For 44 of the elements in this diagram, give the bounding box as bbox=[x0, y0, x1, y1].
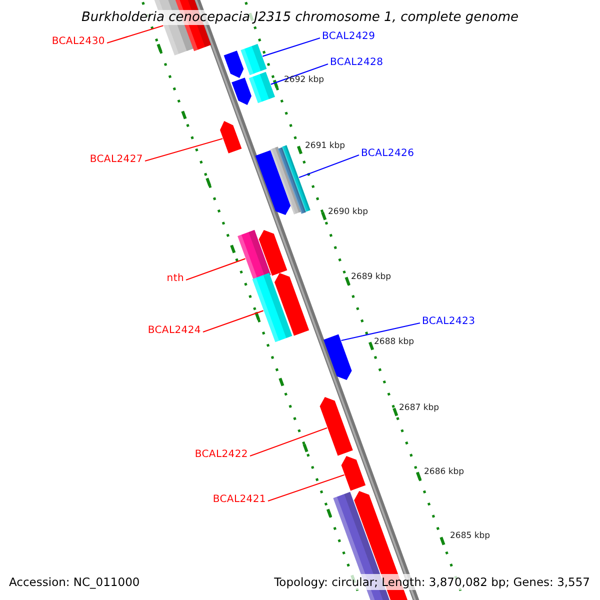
gene-bar bbox=[248, 72, 275, 104]
tick-label: 2687 kbp bbox=[399, 403, 440, 413]
leader-line bbox=[250, 427, 328, 457]
gene-label: BCAL2424 bbox=[148, 325, 201, 337]
gene-label: BCAL2427 bbox=[90, 154, 143, 166]
tick-label: 2692 kbp bbox=[284, 75, 324, 85]
leader-line bbox=[202, 310, 264, 333]
leader-line bbox=[341, 322, 420, 342]
gene-bar bbox=[220, 121, 242, 154]
gene-label: nth bbox=[166, 273, 184, 285]
leader-line bbox=[270, 63, 328, 85]
leader-line bbox=[106, 25, 164, 44]
gene-bar bbox=[341, 456, 366, 491]
leader-line bbox=[186, 258, 246, 281]
gene-label: BCAL2423 bbox=[422, 316, 476, 328]
gene-bar bbox=[240, 44, 267, 76]
leader-line bbox=[144, 138, 223, 162]
footer-text: Accession: NC_011000 bbox=[7, 574, 142, 590]
gene-label: BCAL2421 bbox=[212, 494, 266, 506]
gene-label: BCAL2428 bbox=[330, 57, 384, 69]
gene-bar bbox=[238, 230, 271, 282]
tick-label: 2691 kbp bbox=[305, 141, 346, 151]
leader-line bbox=[268, 474, 344, 502]
gene-label: BCAL2422 bbox=[194, 449, 248, 461]
gene-label: BCAL2430 bbox=[52, 36, 105, 48]
tick-label: 2689 kbp bbox=[351, 272, 392, 282]
gene-bar bbox=[224, 50, 244, 78]
leader-line bbox=[298, 154, 360, 178]
tick-label: 2688 kbp bbox=[374, 337, 414, 347]
gene-label: BCAL2426 bbox=[361, 148, 414, 160]
leader-line bbox=[262, 37, 320, 57]
gene-bar bbox=[232, 78, 252, 105]
gene-bar bbox=[324, 334, 352, 380]
gene-bar bbox=[274, 273, 310, 336]
gene-label: BCAL2429 bbox=[322, 31, 376, 43]
tick-label: 2690 kbp bbox=[328, 207, 368, 217]
gene-bar bbox=[255, 150, 291, 215]
footer-text: Topology: circular; Length: 3,870,082 bp; Genes: 3,557 bbox=[272, 574, 592, 590]
gene-bar bbox=[258, 230, 288, 276]
gene-bar bbox=[320, 397, 353, 456]
tick-label: 2686 kbp bbox=[424, 467, 464, 477]
tick-label: 2685 kbp bbox=[450, 531, 490, 541]
gene-bar bbox=[278, 147, 306, 214]
gene-bar bbox=[252, 272, 292, 342]
